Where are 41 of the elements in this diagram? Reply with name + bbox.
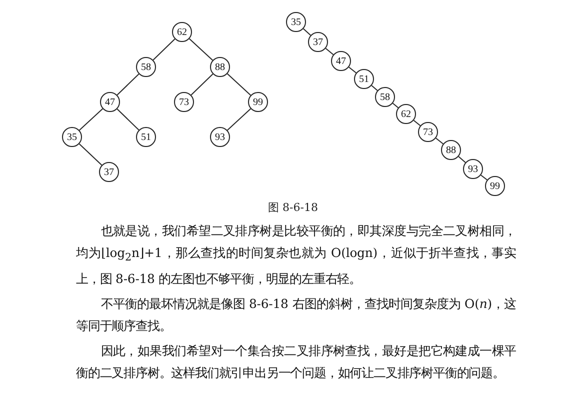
tree-node: 37 — [308, 32, 328, 52]
tree-node: 51 — [136, 127, 156, 147]
tree-edge — [78, 108, 104, 131]
tree-edge — [116, 108, 140, 131]
tree-edge — [480, 174, 488, 180]
tree-node: 51 — [354, 69, 374, 89]
tree-edge — [413, 120, 421, 126]
tree-edge — [458, 156, 466, 163]
tree-node: 73 — [174, 92, 194, 112]
tree-node: 93 — [463, 159, 483, 179]
tree-edge — [226, 108, 252, 131]
tree-edge — [116, 73, 140, 96]
tree-edge — [348, 66, 357, 74]
tree-node: 58 — [375, 87, 395, 107]
tree-node: 99 — [485, 176, 505, 196]
tree-node: 99 — [248, 92, 268, 112]
tree-edge — [392, 102, 399, 108]
tree-edge — [325, 48, 334, 56]
tree-node: 47 — [331, 51, 351, 71]
paragraph: 也就是说，我们希望二叉排序树是比较平衡的，即其深度与完全二叉树相同，均为⌊log$_{2}$n⌋+1，那么查找的时间复杂也就为 O(logn)，近似于折半查找，事实上，图 8-6-18 的左图也不够平衡，明显的左重右轻。 — [76, 222, 516, 288]
tree-edge — [190, 73, 214, 96]
tree-node: 88 — [210, 57, 230, 77]
tree-node: 88 — [441, 140, 461, 160]
paragraph: 不平衡的最坏情况就是像图 8-6-18 右图的斜树，查找时间复杂度为 O(n)，这等同于顺序查找。 — [76, 295, 516, 336]
tree-edge — [302, 28, 312, 36]
tree-node: 35 — [286, 12, 306, 32]
tree-node: 62 — [396, 104, 416, 124]
tree-edge — [226, 73, 252, 96]
tree-node: 37 — [99, 162, 119, 182]
tree-node: 47 — [100, 92, 120, 112]
tree-edge — [435, 138, 444, 144]
tree-edge — [188, 38, 214, 61]
tree-node: 35 — [62, 127, 82, 147]
paragraph: 因此，如果我们希望对一个集合按二叉排序树查找，最好是把它构建成一棵平衡的二叉排序树。这样我们就引申出另一个问题，如何让二叉排序树平衡的问题。 — [76, 342, 516, 382]
tree-edge — [78, 143, 102, 166]
tree-edge — [152, 38, 176, 61]
tree-node: 62 — [172, 22, 192, 42]
tree-node: 93 — [210, 127, 230, 147]
figure-caption: 图 8-6-18 — [267, 200, 319, 215]
tree-node: 73 — [418, 122, 438, 142]
tree-node: 58 — [136, 57, 156, 77]
